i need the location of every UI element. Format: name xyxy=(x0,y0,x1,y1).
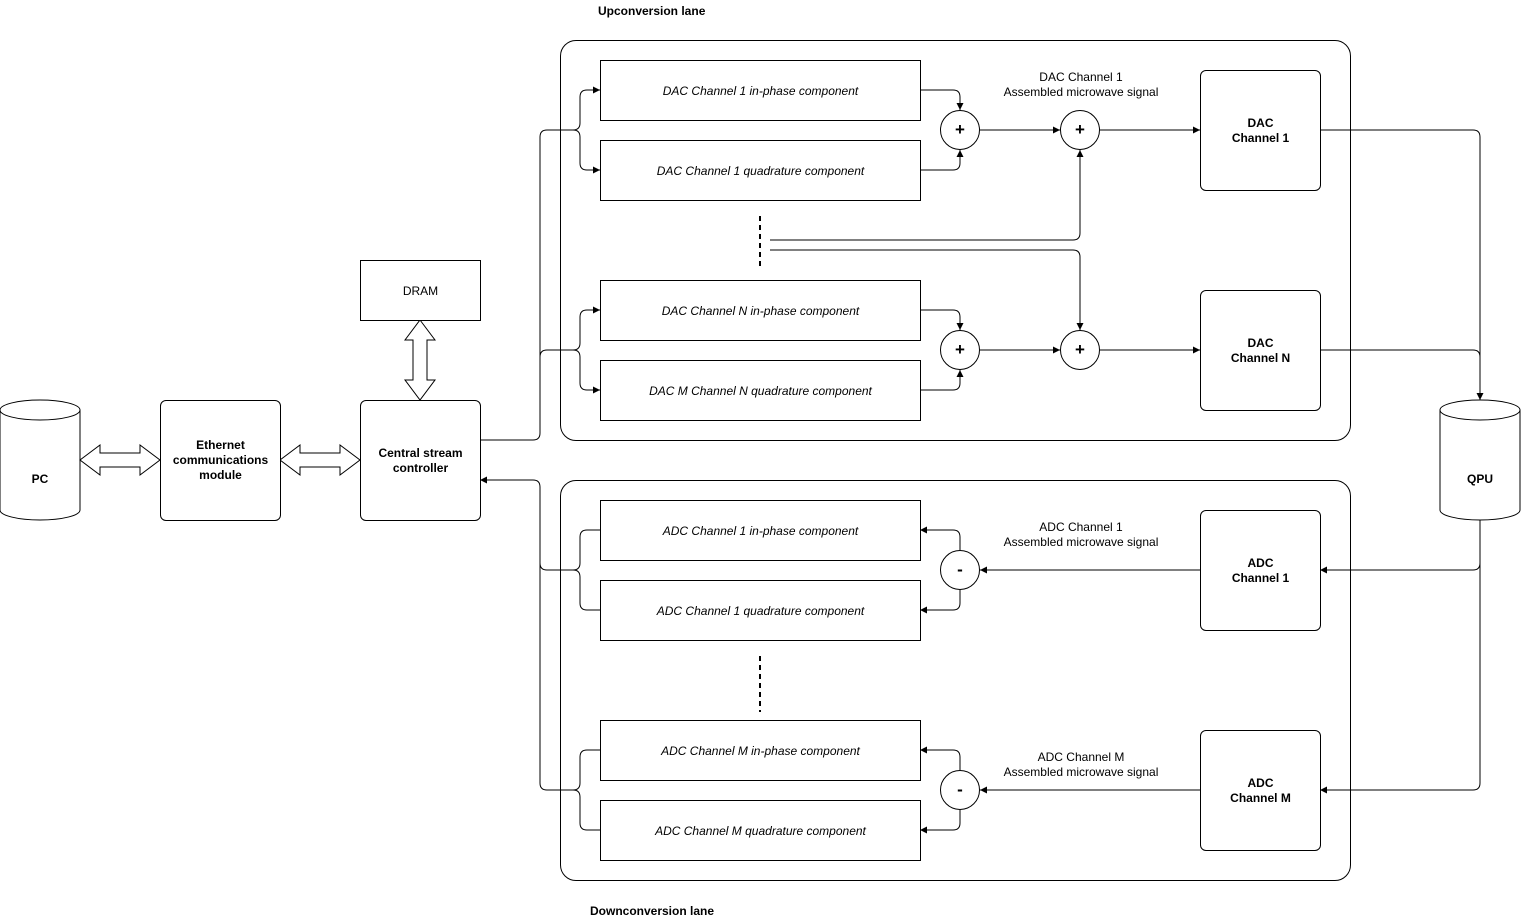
wire-dacN-q-branch xyxy=(572,349,600,394)
wire-splitM-to-q xyxy=(920,810,961,834)
adcM-assembled-signal-label: ADC Channel M Assembled microwave signal xyxy=(1003,750,1159,779)
downconversion-lane-title: Downconversion lane xyxy=(590,904,715,918)
adcM-split-node: - xyxy=(940,770,980,810)
adc-channel-1: ADC Channel 1 xyxy=(1200,510,1321,631)
dac1-iq-sum-node: + xyxy=(940,110,980,150)
wire-dacN-i-to-sum xyxy=(920,309,964,330)
dac1-inphase-label: DAC Channel 1 in-phase component xyxy=(662,83,859,98)
dacN-inphase-label: DAC Channel N in-phase component xyxy=(661,303,860,318)
dac-channel-1: DAC Channel 1 xyxy=(1200,70,1321,191)
wire-dacN-i-branch xyxy=(539,306,600,358)
dacN-channel-sum-node: + xyxy=(1060,330,1100,370)
adcM-quadrature-label: ADC Channel M quadrature component xyxy=(655,823,866,838)
wire-qpu-to-adcM xyxy=(1320,563,1481,794)
upconversion-lane xyxy=(560,40,1351,441)
dac1-channel-sum-node: + xyxy=(1060,110,1100,150)
wire-adcM-i-collect xyxy=(539,563,600,791)
adcM-inphase-component: ADC Channel M in-phase component xyxy=(600,720,921,781)
dacN-quadrature-label: DAC M Channel N quadrature component xyxy=(649,383,872,398)
adc-channel-m-label: ADC Channel M xyxy=(1230,775,1291,805)
wire-adc1-q-collect xyxy=(572,569,600,611)
wire-split1-to-q xyxy=(920,590,961,614)
wire-bus-to-sumN2 xyxy=(770,249,1084,330)
dram-controller-double-arrow xyxy=(404,319,436,401)
dac-channel-n: DAC Channel N xyxy=(1200,290,1321,411)
adc1-quadrature-label: ADC Channel 1 quadrature component xyxy=(656,603,865,618)
adc1-inphase-label: ADC Channel 1 in-phase component xyxy=(662,523,859,538)
dram-block: DRAM xyxy=(360,260,481,321)
wire-dacN-to-qpu xyxy=(1320,349,1481,400)
adcM-quadrature-component: ADC Channel M quadrature component xyxy=(600,800,921,861)
upconversion-lane-title: Upconversion lane xyxy=(598,4,706,18)
central-stream-controller: Central stream controller xyxy=(360,400,481,521)
wire-dac1-q-to-sum xyxy=(920,150,964,171)
dacN-quadrature-component: DAC M Channel N quadrature component xyxy=(600,360,921,421)
dac1-inphase-component: DAC Channel 1 in-phase component xyxy=(600,60,921,121)
adc1-quadrature-component: ADC Channel 1 quadrature component xyxy=(600,580,921,641)
dac1-quadrature-label: DAC Channel 1 quadrature component xyxy=(656,163,865,178)
ethernet-controller-double-arrow xyxy=(279,444,361,476)
wire-adcM-q-collect xyxy=(572,789,600,831)
downconversion-lane xyxy=(560,480,1351,881)
dac-channel-1-label: DAC Channel 1 xyxy=(1231,115,1290,145)
wire-dacN-q-to-sum xyxy=(920,370,964,391)
ethernet-module-label: Ethernet communications module xyxy=(172,438,269,482)
dac1-assembled-signal-label: DAC Channel 1 Assembled microwave signal xyxy=(1003,70,1159,99)
adc-channel-1-label: ADC Channel 1 xyxy=(1231,555,1290,585)
adc1-split-node: - xyxy=(940,550,980,590)
wire-dac1-to-qpu xyxy=(1320,129,1484,400)
dacN-inphase-component: DAC Channel N in-phase component xyxy=(600,280,921,341)
adcM-inphase-label: ADC Channel M in-phase component xyxy=(661,743,860,758)
wire-splitM-to-i xyxy=(920,746,961,770)
wire-dac1-q-branch xyxy=(572,129,600,174)
wire-bus-to-sum2-top xyxy=(770,150,1084,241)
pc-cylinder-shape xyxy=(0,399,81,521)
qpu-label: QPU xyxy=(1466,472,1493,486)
adc1-assembled-signal-label: ADC Channel 1 Assembled microwave signal xyxy=(1003,520,1159,549)
adc-channel-m: ADC Channel M xyxy=(1200,730,1321,851)
controller-label: Central stream controller xyxy=(378,445,463,475)
adc1-inphase-component: ADC Channel 1 in-phase component xyxy=(600,500,921,561)
ethernet-module: Ethernet communications module xyxy=(160,400,281,521)
dac-channel-n-label: DAC Channel N xyxy=(1230,335,1291,365)
wire-dac1-i-to-sum xyxy=(920,89,964,110)
qpu-cylinder-shape xyxy=(1439,399,1521,521)
wire-split1-to-i xyxy=(920,526,961,550)
dac1-quadrature-component: DAC Channel 1 quadrature component xyxy=(600,140,921,201)
dacN-iq-sum-node: + xyxy=(940,330,980,370)
pc-ethernet-double-arrow xyxy=(79,444,161,476)
dram-label: DRAM xyxy=(402,283,439,298)
pc-label: PC xyxy=(31,472,49,486)
